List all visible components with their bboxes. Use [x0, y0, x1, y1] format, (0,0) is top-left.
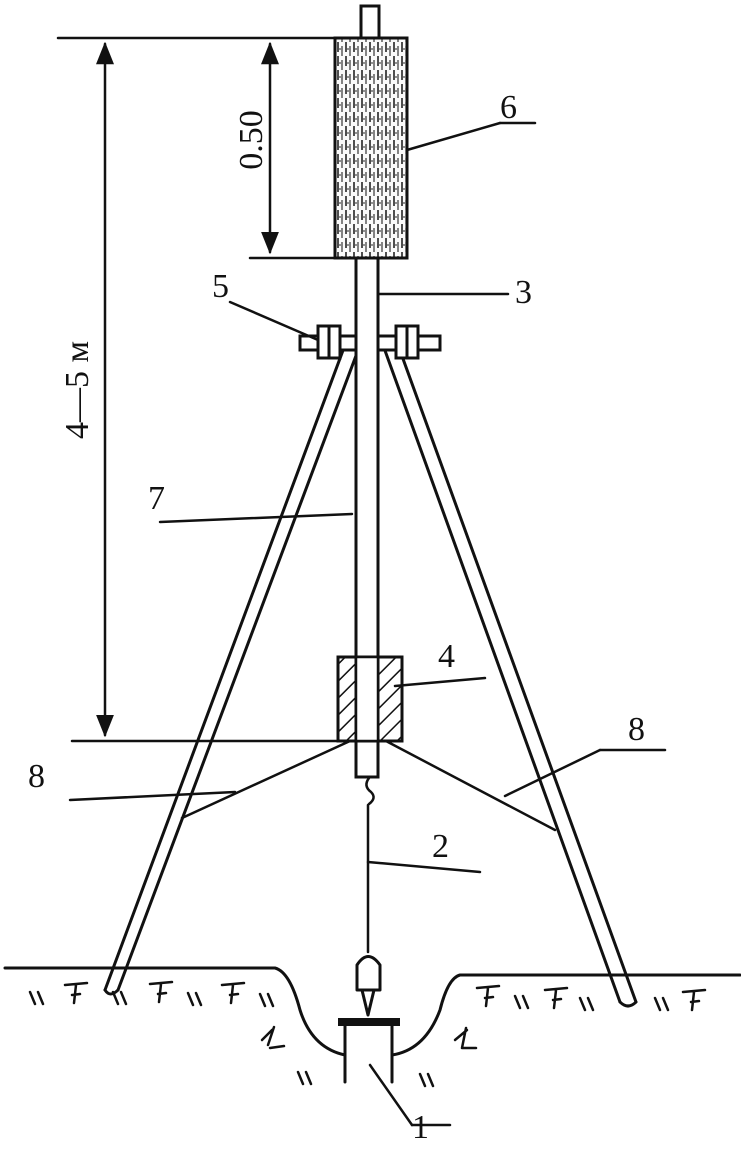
braces [180, 739, 557, 832]
pile-clamp [355, 955, 382, 992]
callout-8-left: 8 [28, 758, 45, 795]
callout-6: 6 [500, 89, 517, 126]
callout-1: 1 [412, 1109, 429, 1146]
leg-foot-left [103, 988, 120, 996]
total-height-label: 4—5 м [59, 341, 96, 439]
callout-7: 7 [148, 480, 165, 517]
top-hinge [298, 324, 442, 360]
rope [355, 776, 382, 1017]
leader-lines [68, 121, 667, 1127]
hammer-weight [333, 36, 409, 260]
right-leg [381, 343, 638, 1004]
ground [3, 966, 741, 1088]
callout-5: 5 [212, 268, 229, 305]
guide-block [336, 655, 404, 743]
dimension-lines [56, 36, 340, 743]
callout-4: 4 [438, 638, 455, 675]
weight-height-label: 0.50 [233, 110, 270, 170]
callout-3: 3 [515, 274, 532, 311]
leg-foot-right [618, 1000, 638, 1008]
left-leg [103, 343, 362, 992]
callout-8-right: 8 [628, 711, 645, 748]
pile [338, 1018, 400, 1084]
callout-2: 2 [432, 828, 449, 865]
ground-hatching [28, 980, 707, 1088]
tripod-legs [103, 343, 638, 1008]
